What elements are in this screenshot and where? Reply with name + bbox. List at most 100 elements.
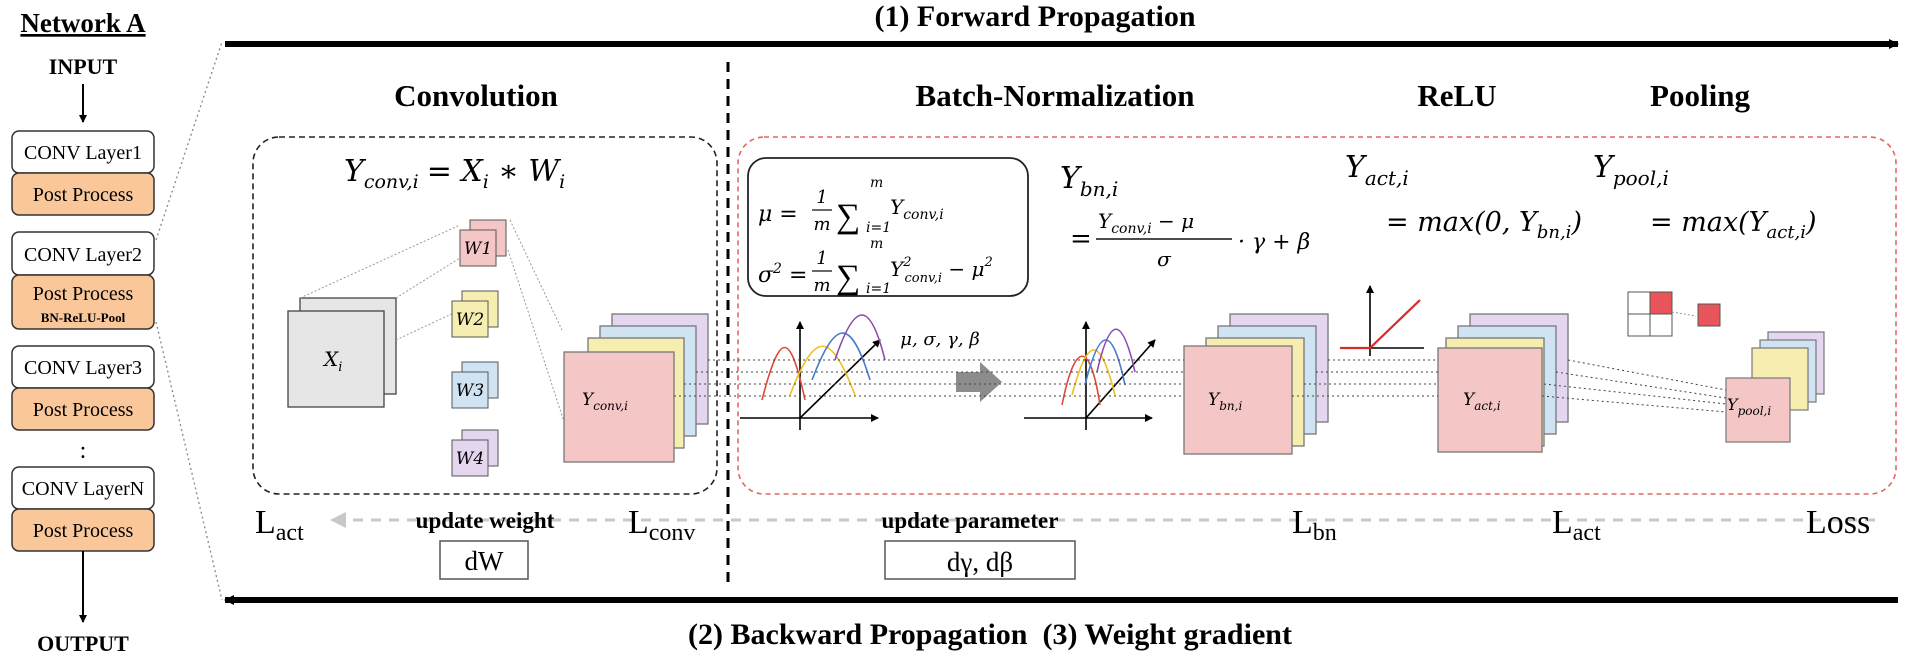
backward-title: (2) Backward Propagation (3) Weight grad… — [688, 618, 1292, 651]
bn-sigma-sum-bot: i=1 — [866, 281, 891, 297]
stage-pooling-title: Pooling — [1650, 78, 1750, 113]
relu-graph — [1340, 285, 1424, 356]
pool-equation: = max(Yact,i) — [1650, 207, 1817, 243]
field-line-5 — [507, 249, 571, 441]
act-map-1 — [1437, 347, 1543, 453]
relu-yact-lhs: Yact,i — [1345, 150, 1409, 190]
pool-ypool-lhs: Ypool,i — [1593, 150, 1669, 190]
relu-equation: = max(0, Ybn,i) — [1386, 207, 1582, 243]
l-conv: Lconv — [628, 504, 695, 546]
backward-dash-arrowhead — [330, 512, 346, 528]
stage-batchnorm-title: Batch-Normalization — [916, 78, 1195, 113]
pool-window-icon — [1627, 291, 1721, 337]
act-map-label: Yact,i — [1463, 390, 1501, 413]
post-process-2-sublabel: BN-ReLU-Pool — [41, 310, 126, 325]
post-process-frame — [737, 136, 1897, 495]
update-weight-label: update weight — [416, 508, 555, 533]
l-bn: Lbn — [1292, 504, 1337, 546]
bn-distribution-before — [740, 314, 886, 430]
pool-map-1 — [1725, 377, 1791, 443]
batchnorm-block: μ = 1 m ∑ m i=1 Yconv,i σ2 = 1 m ∑ m i=1… — [740, 157, 1329, 455]
bn-mu-frac-den: m — [813, 214, 830, 235]
conv-layer-n-label: CONV LayerN — [22, 478, 144, 500]
input-label: INPUT — [49, 54, 118, 79]
dw-label: dW — [465, 546, 505, 576]
field-line-2 — [395, 257, 461, 299]
weight-2-label: W2 — [456, 310, 484, 330]
dgb-label: dγ, dβ — [947, 547, 1013, 577]
post-process-1-label: Post Process — [33, 184, 134, 206]
bn-sigma-equation: σ2 = — [758, 261, 807, 288]
flow-lines — [674, 359, 1727, 413]
post-process-3-label: Post Process — [33, 399, 134, 421]
relu-block: Yact,i = max(0, Ybn,i) Yact,i — [1340, 150, 1582, 453]
weight-3-label: W3 — [456, 381, 484, 401]
stage-relu-title: ReLU — [1417, 78, 1496, 113]
bn-mu-sum-top: m — [870, 175, 883, 191]
post-process-n-label: Post Process — [33, 520, 134, 542]
post-process-2-box — [11, 274, 155, 330]
conv-layer-2-label: CONV Layer2 — [24, 244, 142, 266]
pooling-block: Ypool,i = max(Yact,i) Ypool,i — [1593, 150, 1825, 443]
field-line-4 — [509, 219, 563, 331]
stage-convolution-title: Convolution — [394, 78, 558, 113]
bn-params-label: μ, σ, γ, β — [900, 329, 979, 350]
field-line-3 — [395, 309, 461, 341]
dw-box — [439, 540, 529, 580]
pool-map-label: Ypool,i — [1727, 395, 1771, 418]
weight-4-front — [451, 439, 489, 477]
bn-ybn-eq: = — [1070, 224, 1092, 254]
network-title: Network A — [20, 8, 146, 38]
bn-ybn-den: σ — [1157, 247, 1172, 271]
input-map-front — [287, 310, 385, 408]
conv-layer-3-label: CONV Layer3 — [24, 357, 142, 379]
bn-sigma-frac-den: m — [813, 275, 830, 296]
forward-header: (1) Forward Propagation — [225, 0, 1899, 49]
zoom-line-bottom — [155, 321, 223, 601]
bn-sigma-frac-num: 1 — [816, 248, 827, 269]
bn-ybn-lhs: Ybn,i — [1060, 161, 1118, 201]
bn-mu-sum: ∑ — [836, 198, 860, 235]
bn-ybn-tail: · γ + β — [1238, 230, 1310, 255]
post-process-3-box — [11, 387, 155, 431]
input-map-label: Xi — [322, 347, 342, 375]
dgb-box — [884, 540, 1076, 580]
bn-sigma-sum: ∑ — [836, 259, 860, 296]
bn-ybn-num: Yconv,i − μ — [1098, 209, 1194, 237]
loss-label: Loss — [1806, 504, 1870, 541]
bn-mu-sum-bot: i=1 — [866, 220, 891, 236]
conv-layer-1-label: CONV Layer1 — [24, 142, 142, 164]
post-process-2-label: Post Process — [33, 283, 134, 305]
bn-stats-box — [747, 157, 1029, 297]
forward-title: (1) Forward Propagation — [874, 0, 1195, 33]
output-label: OUTPUT — [37, 631, 129, 656]
conv-map-label: Yconv,i — [582, 390, 628, 413]
backward-row: Lact update weight dW Lconv update param… — [255, 504, 1875, 580]
convolution-block: Yconv,i= Xi ∗ Wi Xi W1 W2 W3 W — [252, 136, 718, 495]
weight-3-front — [451, 371, 489, 409]
l-act-right: Lact — [1552, 504, 1601, 546]
bn-map-1 — [1183, 345, 1293, 455]
conv-map-1 — [563, 351, 675, 463]
weight-kernels: W1 W2 W3 W4 — [451, 219, 507, 477]
bn-sigma-sum-top: m — [870, 236, 883, 252]
weight-4-label: W4 — [456, 449, 484, 469]
conv-equation: Yconv,i= Xi ∗ Wi — [344, 154, 565, 193]
update-parameter-label: update parameter — [882, 508, 1059, 533]
zoom-line-top — [155, 41, 223, 241]
field-line-1 — [299, 224, 461, 299]
weight-1-front — [459, 229, 497, 267]
backward-header: (2) Backward Propagation (3) Weight grad… — [224, 595, 1898, 651]
l-act-left: Lact — [255, 504, 304, 546]
weight-1-label: W1 — [464, 239, 492, 259]
layer-ellipsis: : — [80, 438, 87, 464]
bn-mu-equation: μ = — [758, 202, 798, 227]
post-process-1-box — [11, 172, 155, 216]
bn-mu-term: Yconv,i — [890, 195, 944, 223]
bn-map-label: Ybn,i — [1208, 390, 1242, 413]
network-a-panel: Network A INPUT CONV Layer1 Post Process… — [11, 8, 223, 656]
bn-mu-frac-num: 1 — [816, 187, 827, 208]
weight-2-front — [451, 300, 489, 338]
